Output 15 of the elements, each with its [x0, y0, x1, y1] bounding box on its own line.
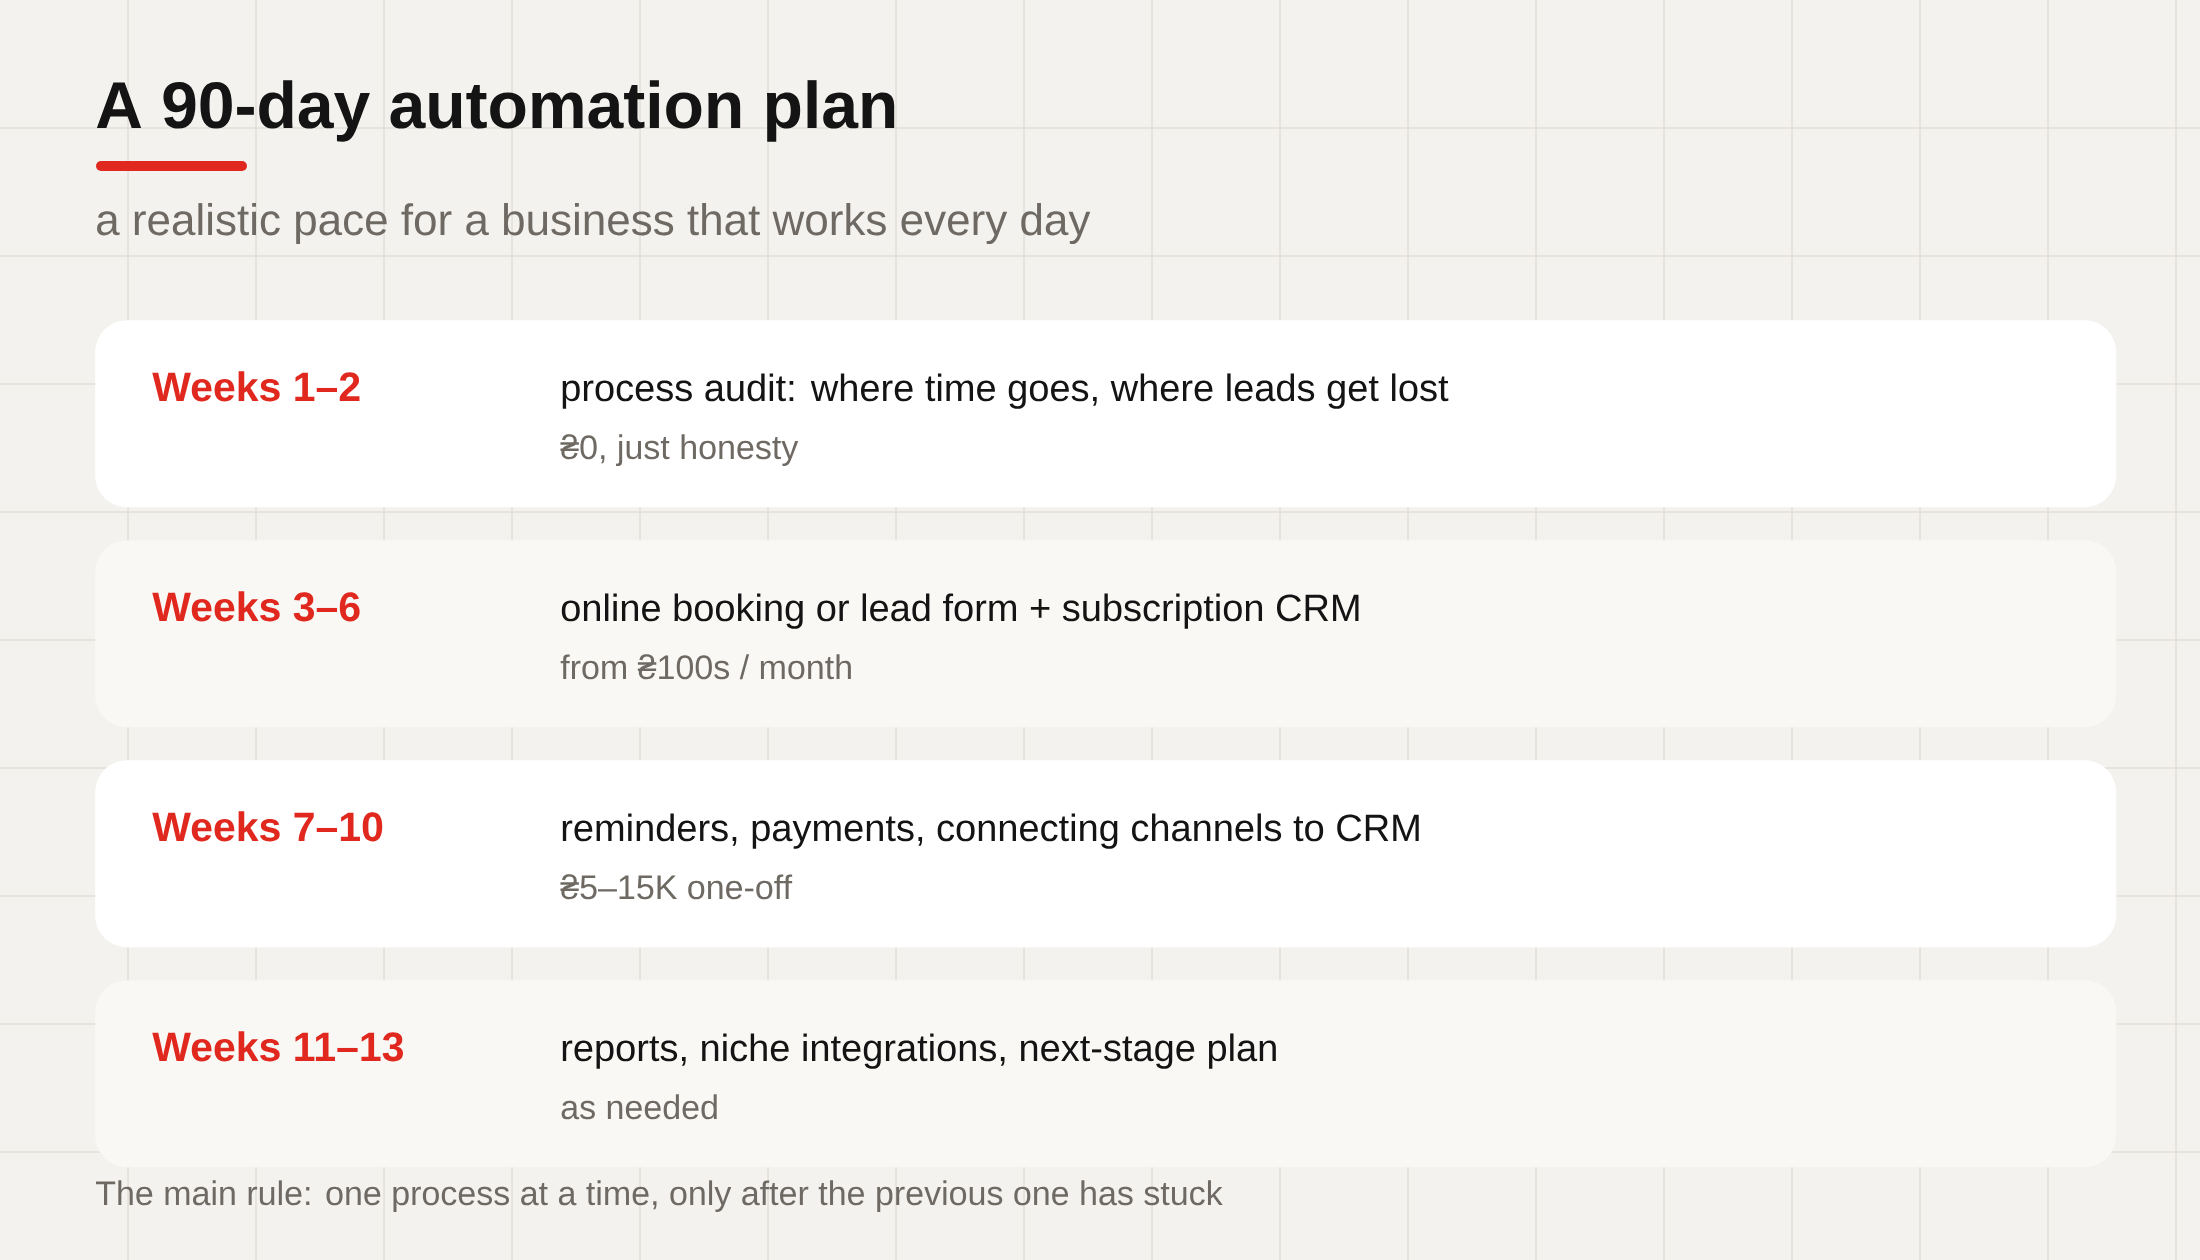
- week-label: Weeks 1–2: [152, 371, 360, 402]
- cost-note: ₴5–15K one-off: [560, 874, 793, 900]
- footer-note: The main rule: one process at a time, only after the previous one has stuck: [96, 1180, 1223, 1213]
- task-text: process audit: where time goes, where leads get lost: [562, 373, 1449, 409]
- cost-note: as needed: [561, 1094, 717, 1120]
- task-text: reports, niche integrations, next-stage plan: [562, 1033, 1276, 1069]
- title: A 90-day automation plan: [96, 80, 895, 142]
- week-label: Weeks 11–13: [152, 1031, 403, 1062]
- week-label: Weeks 7–10: [152, 811, 383, 842]
- task-text: reminders, payments, connecting channels to CRM: [562, 813, 1419, 849]
- task-text: online booking or lead form + subscription CRM: [561, 593, 1359, 629]
- week-label: Weeks 3–6: [152, 591, 360, 622]
- cost-note: from ₴100s / month: [560, 654, 851, 680]
- cost-note: ₴0, just honesty: [560, 434, 799, 467]
- subtitle: a realistic pace for a business that works every day: [97, 203, 1091, 245]
